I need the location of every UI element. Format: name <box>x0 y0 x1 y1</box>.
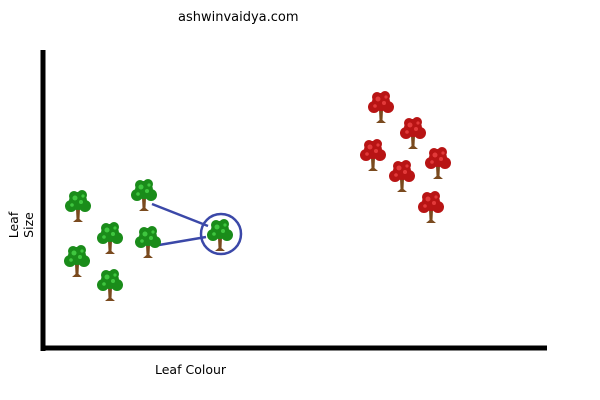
watermark-text: ashwinvaidya.com <box>178 10 299 25</box>
green-tree-icon <box>135 226 161 258</box>
green-tree-icon <box>97 222 123 254</box>
x-axis-label: Leaf Colour <box>155 362 227 377</box>
green-tree-icon <box>64 245 90 277</box>
red-tree-icon <box>425 147 451 179</box>
neighbor-link <box>151 202 209 228</box>
red-tree-icon <box>368 91 394 123</box>
red-tree-icon <box>360 139 386 171</box>
green-tree-icon <box>97 269 123 301</box>
green-tree-icon <box>207 219 233 251</box>
query-circle <box>199 212 243 256</box>
y-axis-label: Leaf Size <box>6 211 36 239</box>
neighbor-link <box>158 235 207 247</box>
red-tree-icon <box>389 160 415 192</box>
red-tree-icon <box>418 191 444 223</box>
red-tree-icon <box>400 117 426 149</box>
green-tree-icon <box>131 179 157 211</box>
green-tree-icon <box>65 190 91 222</box>
